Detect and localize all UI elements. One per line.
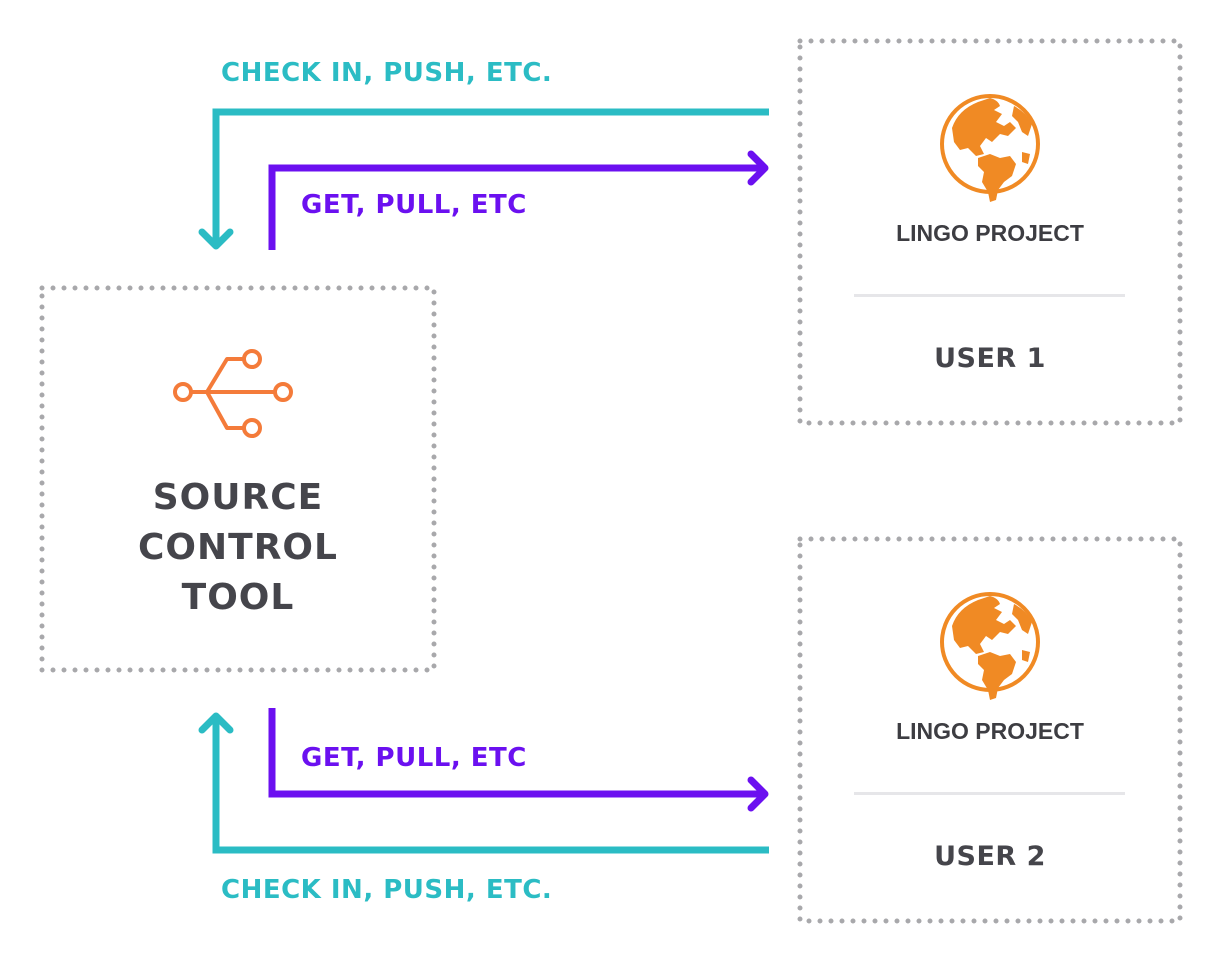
checkin-bottom-label: CHECK IN, PUSH, ETC. bbox=[221, 875, 553, 905]
source-control-frame bbox=[39, 285, 437, 673]
globe-icon bbox=[940, 94, 1040, 202]
checkin-top-label: CHECK IN, PUSH, ETC. bbox=[221, 58, 553, 88]
source-control-title-line-1: SOURCE bbox=[152, 477, 324, 518]
checkin-top-arrowhead bbox=[198, 228, 234, 250]
user-2-box: LINGO PROJECT USER 2 bbox=[797, 536, 1183, 924]
globe-icon bbox=[940, 592, 1040, 700]
user-1-divider bbox=[854, 294, 1125, 297]
user-2-label: USER 2 bbox=[934, 841, 1046, 872]
branch-icon bbox=[173, 349, 293, 438]
get-bottom-connector bbox=[268, 708, 765, 798]
get-bottom-arrowhead bbox=[747, 776, 769, 812]
source-control-title-line-3: TOOL bbox=[181, 577, 295, 618]
checkin-bottom-arrowhead bbox=[198, 712, 234, 734]
get-top-label: GET, PULL, ETC bbox=[301, 190, 527, 220]
user-1-frame bbox=[797, 38, 1183, 426]
get-top-arrowhead bbox=[747, 150, 769, 186]
get-top-connector bbox=[268, 164, 765, 250]
user-2-frame bbox=[797, 536, 1183, 924]
checkin-top-connector bbox=[212, 108, 769, 246]
source-control-title-line-2: CONTROL bbox=[138, 527, 338, 568]
user-1-label: USER 1 bbox=[934, 343, 1046, 374]
user-1-box: LINGO PROJECT USER 1 bbox=[797, 38, 1183, 426]
user-2-divider bbox=[854, 792, 1125, 795]
checkin-bottom-connector bbox=[212, 716, 769, 854]
source-control-box: SOURCE CONTROL TOOL bbox=[39, 285, 437, 673]
user-1-project-label: LINGO PROJECT bbox=[896, 220, 1084, 246]
user-2-project-label: LINGO PROJECT bbox=[896, 718, 1084, 744]
get-bottom-label: GET, PULL, ETC bbox=[301, 743, 527, 773]
